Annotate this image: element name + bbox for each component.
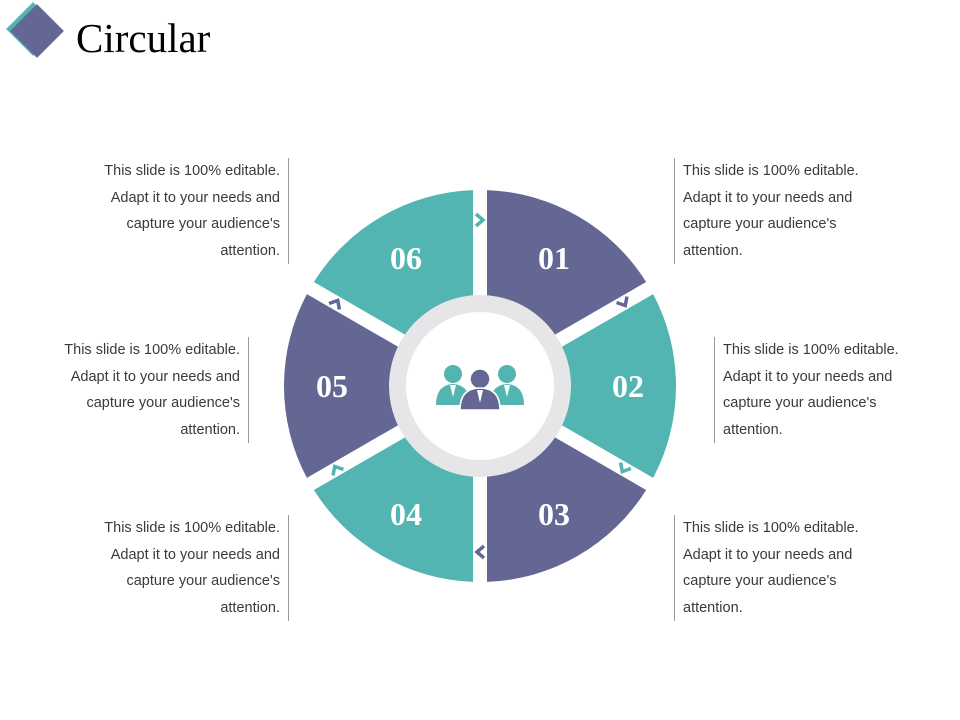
note-05: This slide is 100% editable. Adapt it to… [40,337,249,443]
note-line: attention. [723,421,783,438]
segment-number-02: 02 [612,368,644,404]
note-line: attention. [220,242,280,259]
note-01: This slide is 100% editable. Adapt it to… [674,158,883,264]
note-line: attention. [683,599,743,616]
note-line: capture your audience's [683,216,837,232]
note-line: This slide is 100% editable. [64,342,240,358]
note-line: capture your audience's [723,395,877,411]
note-line: attention. [180,421,240,438]
note-line: capture your audience's [126,216,280,232]
note-line: Adapt it to your needs and [110,189,280,206]
chevron-arrow-icon [331,464,345,476]
note-line: Adapt it to your needs and [70,368,240,385]
note-line: This slide is 100% editable. [683,163,859,179]
note-03: This slide is 100% editable. Adapt it to… [674,515,883,621]
note-02: This slide is 100% editable. Adapt it to… [714,337,923,443]
note-line: This slide is 100% editable. [723,342,899,358]
note-line: This slide is 100% editable. [104,520,280,536]
note-line: Adapt it to your needs and [723,368,893,385]
segment-number-01: 01 [538,240,570,276]
note-line: capture your audience's [683,573,837,589]
note-line: Adapt it to your needs and [110,546,280,563]
segment-number-04: 04 [390,496,422,532]
segment-number-05: 05 [316,368,348,404]
page-title: Circular [76,15,211,61]
segment-02 [535,294,676,478]
chevron-arrow-icon [328,298,342,310]
note-line: This slide is 100% editable. [104,163,280,179]
note-line: This slide is 100% editable. [683,520,859,536]
note-line: Adapt it to your needs and [683,189,853,206]
chevron-arrow-icon [615,296,629,308]
note-line: attention. [683,242,743,259]
note-line: attention. [220,599,280,616]
note-line: Adapt it to your needs and [683,546,853,563]
title-diamond-icon [6,2,64,58]
note-line: capture your audience's [126,573,280,589]
note-04: This slide is 100% editable. Adapt it to… [80,515,289,621]
segment-number-06: 06 [390,240,422,276]
note-06: This slide is 100% editable. Adapt it to… [80,158,289,264]
chevron-arrow-icon [474,212,486,228]
team-icon [436,365,524,411]
segment-number-03: 03 [538,496,570,532]
chevron-arrow-icon [474,544,486,560]
note-line: capture your audience's [86,395,240,411]
chevron-arrow-icon [618,462,632,474]
segment-05 [284,294,425,478]
